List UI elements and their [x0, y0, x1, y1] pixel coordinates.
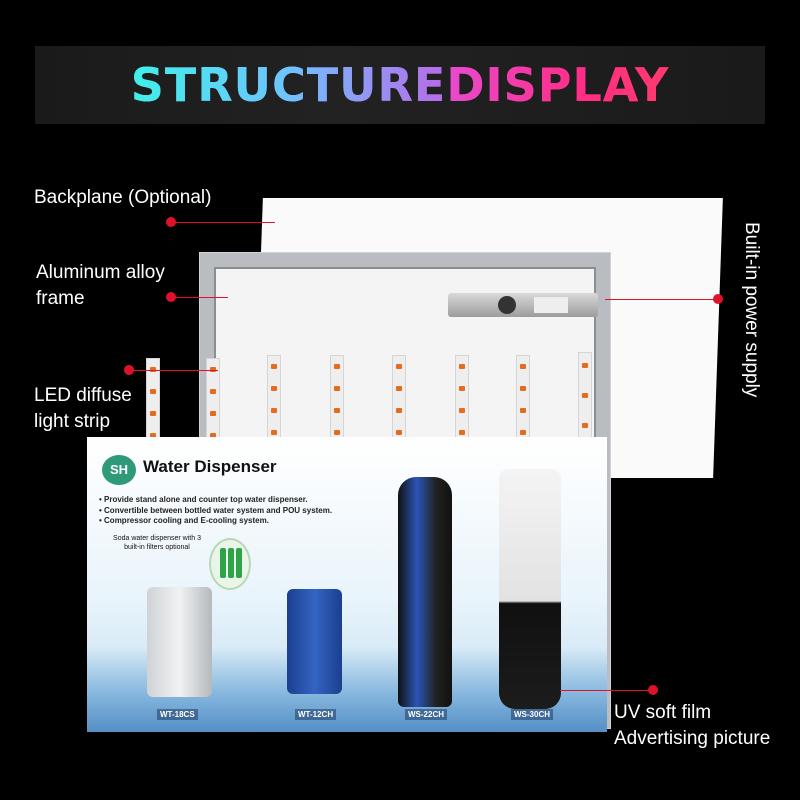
callout-dot	[648, 685, 658, 695]
callout-line	[170, 297, 228, 298]
model-label: WS-30CH	[511, 709, 554, 720]
title-part2: DISPLAY	[446, 58, 670, 112]
dispenser-ws22	[398, 477, 452, 707]
led-strip	[330, 355, 344, 445]
poster-bullet: • Compressor cooling and E-cooling syste…	[99, 516, 269, 525]
dispenser-ws18	[147, 587, 212, 697]
brand-logo: SH	[102, 455, 136, 485]
advertising-poster: SH Water Dispenser • Provide stand alone…	[87, 437, 607, 732]
label-led: LED diffuse light strip	[34, 383, 132, 435]
callout-line	[128, 370, 218, 371]
label-led-line1: LED diffuse	[34, 385, 132, 406]
poster-note: Soda water dispenser with 3 built-in fil…	[113, 535, 201, 551]
fan-icon	[498, 296, 516, 314]
dispenser-wt12	[287, 589, 342, 694]
dispenser-ws30	[499, 469, 561, 709]
callout-dot	[166, 217, 176, 227]
title-part1: STRUCTURE	[130, 58, 447, 112]
model-label: WT-12CH	[295, 709, 337, 720]
callout-line	[170, 222, 275, 223]
label-backplane: Backplane (Optional)	[34, 187, 212, 208]
model-label: WT-18CS	[157, 709, 198, 720]
poster-title: Water Dispenser	[143, 457, 277, 476]
label-power: Built-in power supply	[741, 222, 762, 398]
callout-dot	[124, 365, 134, 375]
led-strip	[392, 355, 406, 445]
callout-line	[605, 299, 723, 300]
led-strip	[516, 355, 530, 445]
psu-badge	[534, 297, 568, 313]
led-strip	[455, 355, 469, 445]
filters-icon	[209, 538, 251, 590]
callout-line	[560, 690, 656, 691]
model-label: WS-22CH	[405, 709, 448, 720]
label-film-line1: UV soft film	[614, 702, 712, 723]
label-frame-line2: frame	[36, 288, 85, 309]
label-frame-line1: Aluminum alloy	[36, 262, 165, 283]
label-film: UV soft film Advertising picture	[614, 700, 770, 752]
callout-dot	[166, 292, 176, 302]
label-frame: Aluminum alloy frame	[36, 260, 165, 312]
label-film-line2: Advertising picture	[614, 728, 771, 749]
led-strip	[267, 355, 281, 445]
poster-bullet: • Convertible between bottled water syst…	[99, 505, 333, 515]
led-strip	[146, 358, 160, 448]
poster-bullets: • Provide stand alone and counter top wa…	[99, 495, 339, 527]
page-title: STRUCTURE DISPLAY	[35, 46, 765, 124]
callout-dot	[713, 294, 723, 304]
power-supply-unit	[448, 293, 598, 317]
poster-bullet: • Provide stand alone and counter top wa…	[99, 495, 308, 504]
led-strip	[206, 358, 220, 448]
title-banner: STRUCTURE DISPLAY	[35, 46, 765, 124]
label-led-line2: light strip	[34, 411, 111, 432]
